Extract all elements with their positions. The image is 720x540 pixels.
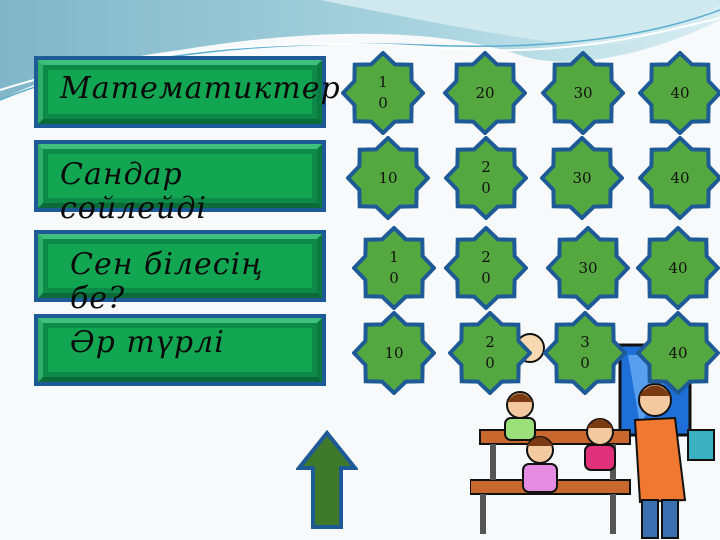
category-label: Математиктер — [60, 71, 341, 106]
point-star-button[interactable]: 2 0 — [444, 226, 528, 310]
point-star-button[interactable]: 30 — [540, 136, 624, 220]
point-value: 1 0 — [389, 248, 399, 287]
button-face — [48, 70, 312, 114]
button-face — [48, 154, 312, 198]
point-star-button[interactable]: 20 — [443, 51, 527, 135]
point-value: 10 — [378, 168, 398, 187]
point-value: 10 — [384, 343, 404, 362]
point-star-button[interactable]: 40 — [638, 51, 720, 135]
star-shape — [636, 311, 720, 395]
point-value: 40 — [668, 258, 688, 277]
point-star-button[interactable]: 3 0 — [543, 311, 627, 395]
star-shape — [636, 226, 720, 310]
point-star-button[interactable]: 40 — [636, 311, 720, 395]
star-shape — [341, 51, 425, 135]
point-value: 40 — [668, 343, 688, 362]
point-star-button[interactable]: 2 0 — [448, 311, 532, 395]
point-value: 30 — [578, 258, 598, 277]
button-face — [48, 328, 312, 372]
star-shape — [444, 136, 528, 220]
point-value: 20 — [475, 83, 495, 102]
point-value: 2 0 — [481, 158, 491, 197]
star-shape — [638, 136, 720, 220]
star-shape — [443, 51, 527, 135]
category-button[interactable]: Сандар сөйлейді — [34, 140, 326, 226]
category-label: Әр түрлі — [70, 325, 225, 360]
back-arrow-up-button[interactable] — [296, 430, 358, 530]
category-label: Сен білесің бе? — [70, 247, 264, 316]
point-star-button[interactable]: 1 0 — [341, 51, 425, 135]
point-value: 40 — [670, 83, 690, 102]
point-value: 3 0 — [580, 333, 590, 372]
star-shape — [352, 226, 436, 310]
category-button[interactable]: Әр түрлі — [34, 314, 326, 386]
star-shape — [346, 136, 430, 220]
star-shape — [541, 51, 625, 135]
point-value: 2 0 — [485, 333, 495, 372]
star-shape — [444, 226, 528, 310]
arrow-up-icon — [296, 430, 358, 529]
star-shape — [540, 136, 624, 220]
point-star-button[interactable]: 10 — [352, 311, 436, 395]
point-value: 2 0 — [481, 248, 491, 287]
point-star-button[interactable]: 1 0 — [352, 226, 436, 310]
star-shape — [546, 226, 630, 310]
point-star-button[interactable]: 40 — [636, 226, 720, 310]
point-star-button[interactable]: 30 — [546, 226, 630, 310]
star-shape — [448, 311, 532, 395]
classroom-illustration — [470, 333, 715, 539]
star-shape — [638, 51, 720, 135]
button-face — [48, 244, 312, 288]
point-value: 30 — [573, 83, 593, 102]
category-button[interactable]: Математиктер — [34, 56, 341, 128]
point-value: 40 — [670, 168, 690, 187]
star-shape — [543, 311, 627, 395]
point-value: 30 — [572, 168, 592, 187]
point-star-button[interactable]: 2 0 — [444, 136, 528, 220]
point-star-button[interactable]: 10 — [346, 136, 430, 220]
point-star-button[interactable]: 40 — [638, 136, 720, 220]
category-label: Сандар сөйлейді — [60, 157, 207, 226]
star-shape — [352, 311, 436, 395]
point-star-button[interactable]: 30 — [541, 51, 625, 135]
category-button[interactable]: Сен білесің бе? — [34, 230, 326, 316]
point-value: 1 0 — [378, 73, 388, 112]
